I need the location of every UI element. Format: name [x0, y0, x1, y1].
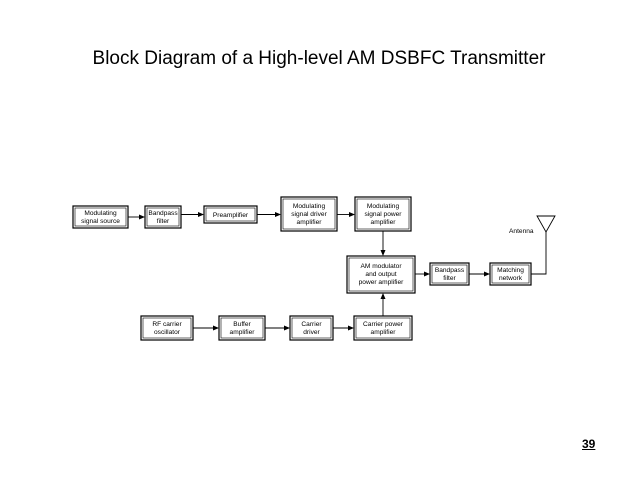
block-label-line: AM modulator	[360, 263, 402, 270]
block-label-line: oscillator	[154, 329, 181, 336]
block-label-line: Preamplifier	[213, 212, 249, 219]
block-label-line: driver	[303, 329, 320, 336]
block-bandpass-filter-1: Bandpass filter	[144, 205, 182, 229]
block-label-line: network	[499, 275, 523, 282]
block-label-line: filter	[157, 218, 170, 225]
block-label-line: amplifier	[371, 329, 397, 336]
block-modulating-signal-power-amplifier: Modulating signal power amplifier	[354, 196, 412, 232]
antenna-label: Antenna	[509, 228, 534, 235]
signal-connectors	[128, 212, 547, 331]
block-label-line: Bandpass	[148, 210, 178, 217]
block-label-line: amplifier	[371, 219, 397, 226]
block-modulating-signal-source: Modulating signal source	[72, 205, 129, 229]
block-label-line: Carrier power	[363, 321, 404, 328]
block-label-line: amplifier	[297, 219, 323, 226]
block-label-line: Bandpass	[435, 267, 465, 274]
block-label-line: filter	[443, 275, 456, 282]
block-label-line: power amplifier	[359, 279, 405, 286]
block-label-line: signal source	[81, 218, 120, 225]
page-number: 39	[582, 437, 596, 451]
block-label-line: signal driver	[291, 211, 327, 218]
block-label-line: amplifier	[230, 329, 256, 336]
block-label-line: Modulating	[367, 203, 400, 210]
block-label-line: RF carrier	[152, 321, 182, 328]
block-rf-carrier-oscillator: RF carrier oscillator	[140, 315, 194, 341]
antenna-icon	[536, 215, 556, 233]
block-buffer-amplifier: Buffer amplifier	[218, 315, 266, 341]
block-label-line: Modulating	[293, 203, 326, 210]
block-label-line: Modulating	[84, 210, 117, 217]
block-label-line: and output	[365, 271, 396, 278]
block-bandpass-filter-2: Bandpass filter	[429, 262, 470, 286]
block-modulating-signal-driver-amplifier: Modulating signal driver amplifier	[280, 196, 338, 232]
block-am-modulator-output-power-amplifier: AM modulator and output power amplifier	[346, 255, 416, 294]
block-preamplifier: Preamplifier	[203, 205, 258, 224]
block-label-line: Buffer	[233, 321, 251, 328]
block-label-line: Carrier	[301, 321, 322, 328]
slide-title: Block Diagram of a High-level AM DSBFC T…	[92, 48, 546, 69]
block-carrier-power-amplifier: Carrier power amplifier	[353, 315, 413, 341]
block-matching-network: Matching network	[489, 262, 532, 286]
block-label-line: Matching	[497, 267, 524, 274]
block-carrier-driver: Carrier driver	[289, 315, 334, 341]
block-label-line: signal power	[364, 211, 402, 218]
